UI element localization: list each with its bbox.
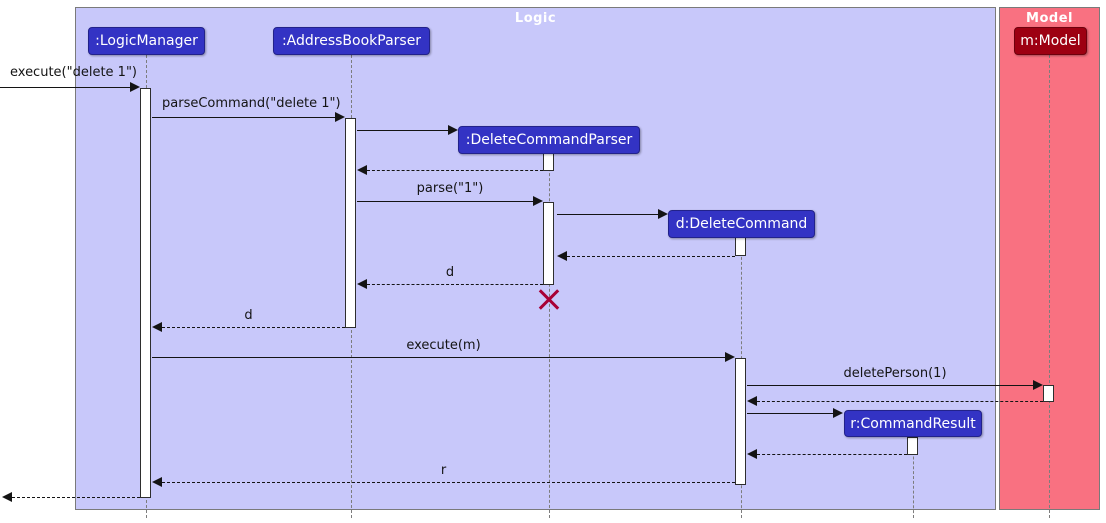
- participant-delete-command-parser: :DeleteCommandParser: [458, 126, 640, 154]
- participant-address-book-parser: :AddressBookParser: [273, 27, 430, 55]
- lifeline-model: [1049, 55, 1050, 518]
- arrowhead-icon: [658, 209, 668, 219]
- participant-command-result: r:CommandResult: [844, 410, 982, 437]
- return-line-r: [162, 482, 735, 483]
- model-frame-title: Model: [1026, 11, 1073, 26]
- return-line-d-parser: [367, 284, 543, 285]
- participant-label: :DeleteCommandParser: [465, 132, 633, 148]
- arrowhead-icon: [130, 82, 140, 92]
- return-label-r: r: [440, 463, 447, 478]
- arrowhead-icon: [357, 279, 367, 289]
- arrowhead-icon: [725, 352, 735, 362]
- arrowhead-icon: [1033, 380, 1043, 390]
- message-label-delete-person: deletePerson(1): [843, 366, 947, 381]
- arrowhead-icon: [152, 322, 162, 332]
- activation-address-book-parser: [345, 118, 356, 328]
- arrowhead-icon: [357, 165, 367, 175]
- arrowhead-icon: [2, 492, 12, 502]
- return-line-result-created: [757, 454, 907, 455]
- arrowhead-icon: [533, 196, 543, 206]
- participant-model: m:Model: [1014, 27, 1087, 55]
- participant-delete-command: d:DeleteCommand: [668, 210, 815, 238]
- activation-delete-command-execute: [735, 358, 746, 485]
- participant-label: :LogicManager: [95, 33, 198, 49]
- arrowhead-icon: [747, 449, 757, 459]
- activation-delete-command-parser-create: [543, 153, 554, 171]
- message-label-parse-command: parseCommand("delete 1"): [162, 96, 341, 111]
- participant-logic-manager: :LogicManager: [88, 27, 205, 55]
- message-label-execute-m: execute(m): [406, 338, 481, 353]
- message-line-parse-command: [152, 117, 336, 118]
- return-line-parser-created: [367, 170, 543, 171]
- lifeline-command-result: [913, 437, 914, 518]
- message-label-execute: execute("delete 1"): [10, 65, 138, 80]
- participant-label: m:Model: [1020, 33, 1081, 49]
- logic-frame-title: Logic: [514, 11, 557, 26]
- logic-frame: Logic: [75, 7, 996, 510]
- return-label-d-manager: d: [244, 308, 253, 323]
- activation-delete-command-create: [735, 237, 746, 256]
- message-line-create-parser: [357, 130, 449, 131]
- return-line-model: [757, 401, 1043, 402]
- arrowhead-icon: [335, 112, 345, 122]
- lifeline-delete-command-parser: [549, 153, 550, 518]
- message-line-execute-m: [152, 357, 726, 358]
- participant-label: d:DeleteCommand: [675, 216, 808, 232]
- participant-label: r:CommandResult: [850, 415, 976, 432]
- participant-label: :AddressBookParser: [281, 33, 422, 49]
- destroy-x-icon: [538, 288, 560, 310]
- return-line-command-created: [567, 256, 735, 257]
- arrowhead-icon: [448, 125, 458, 135]
- message-line-parse: [357, 201, 535, 202]
- message-line-create-command: [557, 214, 659, 215]
- message-line-delete-person: [747, 385, 1034, 386]
- return-line-d-manager: [162, 327, 345, 328]
- return-line-final: [12, 497, 140, 498]
- message-label-parse: parse("1"): [416, 181, 484, 196]
- message-line-execute: [0, 87, 131, 88]
- arrowhead-icon: [557, 251, 567, 261]
- activation-command-result: [907, 437, 918, 455]
- activation-delete-command-parser-parse: [543, 202, 554, 285]
- return-label-d-parser: d: [445, 265, 455, 280]
- activation-logic-manager: [140, 88, 151, 498]
- activation-model: [1043, 385, 1054, 402]
- arrowhead-icon: [833, 408, 843, 418]
- message-line-create-result: [747, 413, 834, 414]
- arrowhead-icon: [152, 477, 162, 487]
- arrowhead-icon: [747, 396, 757, 406]
